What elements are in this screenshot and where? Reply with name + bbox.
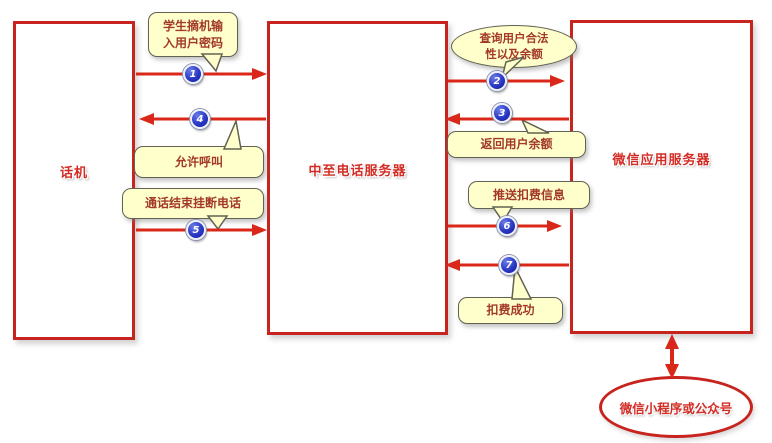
callout-msg7-text: 扣费成功 xyxy=(486,303,535,318)
callout-msg3-text: 返回用户余额 xyxy=(480,137,553,152)
step-badge-3: 3 xyxy=(492,103,512,123)
step-badge-6: 6 xyxy=(497,216,517,236)
actor-label-wechat-server: 微信应用服务器 xyxy=(612,153,711,168)
callout-msg3: 返回用户余额 xyxy=(447,131,586,158)
callout-msg4-text: 允许呼叫 xyxy=(174,154,223,169)
external-node-label: 微信小程序或公众号 xyxy=(619,400,733,416)
step-badge-5: 5 xyxy=(186,220,206,240)
step-badge-4: 4 xyxy=(190,109,210,129)
actor-box-phone-server: 中至电话服务器 xyxy=(267,21,448,335)
callout-msg1-text: 学生摘机输入用户密码 xyxy=(162,19,223,50)
step-badge-1: 1 xyxy=(183,64,203,84)
callout-msg5-text: 通话结束挂断电话 xyxy=(144,196,241,211)
external-node-wechat-miniprogram: 微信小程序或公众号 xyxy=(599,376,753,438)
callout-msg5: 通话结束挂断电话 xyxy=(122,188,264,219)
callout-msg4-tail xyxy=(222,118,242,150)
actor-box-wechat-server: 微信应用服务器 xyxy=(570,20,753,334)
callout-msg7: 扣费成功 xyxy=(458,297,563,324)
step-badge-7: 7 xyxy=(499,255,519,275)
callout-msg1: 学生摘机输入用户密码 xyxy=(148,12,238,57)
step-badge-2: 2 xyxy=(487,71,507,91)
callout-msg4: 允许呼叫 xyxy=(134,146,264,178)
actor-label-phone-server: 中至电话服务器 xyxy=(308,164,407,179)
callout-msg2: 查询用户合法性以及余额 xyxy=(451,25,577,68)
actor-label-phone: 话机 xyxy=(59,166,88,181)
callout-msg6-text: 推送扣费信息 xyxy=(492,187,565,202)
callout-msg6: 推送扣费信息 xyxy=(468,181,590,209)
actor-box-phone: 话机 xyxy=(13,21,135,340)
callout-msg2-text: 查询用户合法性以及余额 xyxy=(479,30,549,61)
arrow-external-bidirectional xyxy=(665,334,679,379)
